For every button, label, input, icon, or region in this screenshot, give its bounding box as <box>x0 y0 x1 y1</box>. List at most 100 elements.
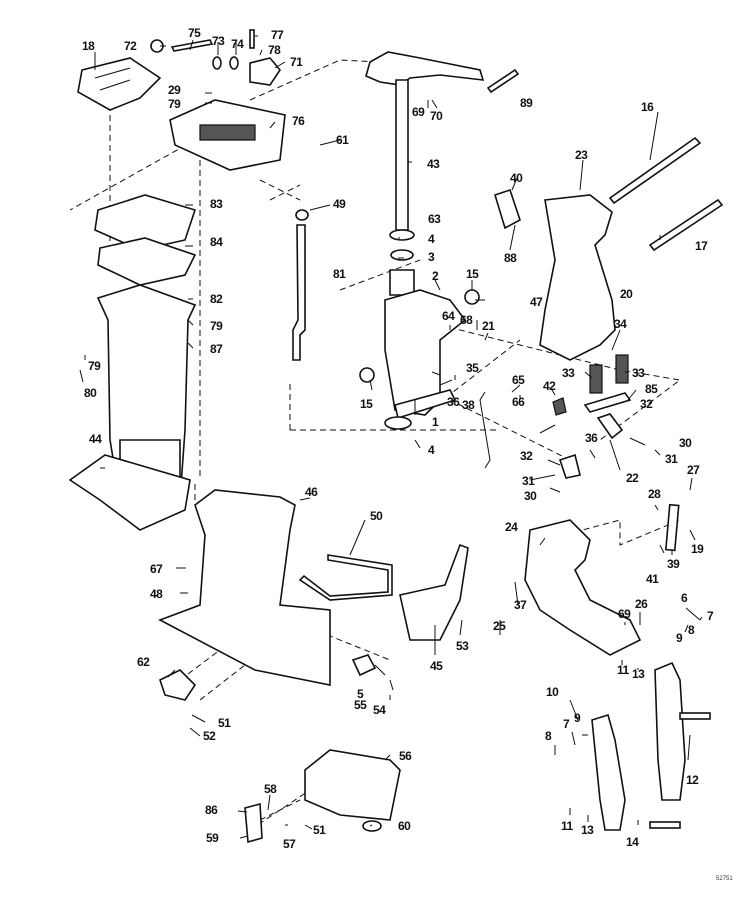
callout-65: 65 <box>512 373 525 387</box>
callout-45: 45 <box>430 659 443 673</box>
callout-69-top: 69 <box>412 105 425 119</box>
callout-38: 38 <box>462 398 475 412</box>
callout-21: 21 <box>482 319 495 333</box>
rod-17 <box>648 198 724 252</box>
bolts-12 <box>649 712 711 829</box>
pawl-42 <box>552 397 567 416</box>
callout-89: 89 <box>520 96 533 110</box>
callout-59: 59 <box>206 831 219 845</box>
callout-70: 70 <box>430 109 443 123</box>
callout-28: 28 <box>648 487 661 501</box>
mount-71 <box>249 57 281 86</box>
callout-51-right: 51 <box>313 823 326 837</box>
callout-67: 67 <box>150 562 163 576</box>
callout-9-right: 9 <box>676 631 683 645</box>
callout-26: 26 <box>635 597 648 611</box>
callout-79-left: 79 <box>88 359 101 373</box>
callout-30-left: 30 <box>524 489 537 503</box>
callout-39: 39 <box>667 557 680 571</box>
callout-31-right: 31 <box>665 452 678 466</box>
callout-7-left: 7 <box>563 717 570 731</box>
callout-43: 43 <box>427 157 440 171</box>
callout-76: 76 <box>292 114 305 128</box>
callout-44: 44 <box>89 432 102 446</box>
callout-81: 81 <box>333 267 346 281</box>
grommet-49 <box>295 209 309 221</box>
seal-4-bottom <box>384 416 412 430</box>
callout-40: 40 <box>510 171 523 185</box>
link-39 <box>664 503 680 552</box>
callout-74: 74 <box>231 37 244 51</box>
steering-arm <box>365 51 485 86</box>
callout-62: 62 <box>137 655 150 669</box>
callout-80: 80 <box>84 386 97 400</box>
callout-60: 60 <box>398 819 411 833</box>
callout-25: 25 <box>493 619 506 633</box>
plate-86 <box>244 802 263 844</box>
callout-32-left: 32 <box>520 449 533 463</box>
springs-33 <box>589 354 629 394</box>
callout-14: 14 <box>626 835 639 849</box>
callout-15-right: 15 <box>466 267 479 281</box>
washers-15 <box>359 289 480 383</box>
callout-42: 42 <box>543 379 556 393</box>
callout-10: 10 <box>546 685 559 699</box>
callout-48: 48 <box>150 587 163 601</box>
callout-53: 53 <box>456 639 469 653</box>
bracket-24 <box>524 519 642 656</box>
callout-50: 50 <box>370 509 383 523</box>
bolt-75 <box>170 39 214 52</box>
exhaust-tube-81 <box>292 224 306 361</box>
drawing-number: 52751 <box>716 876 733 882</box>
callout-68: 68 <box>460 313 473 327</box>
stern-bracket-6 <box>654 661 686 801</box>
callout-22: 22 <box>626 471 639 485</box>
steering-shaft-43 <box>395 79 409 231</box>
callout-leader-lines <box>79 35 703 839</box>
callout-6: 6 <box>681 591 688 605</box>
callout-52: 52 <box>203 729 216 743</box>
levers-22-31 <box>558 413 624 479</box>
bolt-77 <box>249 29 255 49</box>
callout-30-right: 30 <box>679 436 692 450</box>
washer-60 <box>362 820 382 832</box>
bracket-23 <box>539 194 616 361</box>
callout-4-top: 4 <box>428 232 435 246</box>
callout-3: 3 <box>428 250 435 264</box>
callout-51-left: 51 <box>218 716 231 730</box>
callout-11-upper: 11 <box>617 663 629 677</box>
callout-47: 47 <box>530 295 543 309</box>
callout-12: 12 <box>686 773 699 787</box>
cable-65 <box>479 391 491 469</box>
callout-36-mid: 36 <box>447 395 460 409</box>
callout-37: 37 <box>514 598 527 612</box>
callout-79-mid: 79 <box>210 319 223 333</box>
washers-73-74 <box>212 56 239 70</box>
callout-64: 64 <box>442 309 455 323</box>
callout-8-right: 8 <box>688 623 695 637</box>
callout-79-top: 79 <box>168 97 181 111</box>
callout-13-lower: 13 <box>581 823 594 837</box>
callout-66: 66 <box>512 395 525 409</box>
stern-bracket-10 <box>591 713 626 831</box>
callout-9-left: 9 <box>574 711 581 725</box>
callout-54: 54 <box>373 703 386 717</box>
callout-13-upper: 13 <box>632 667 645 681</box>
callout-84: 84 <box>210 235 223 249</box>
seals-63-4-3 <box>389 229 415 296</box>
swivel-bracket-1 <box>384 289 467 420</box>
callout-23: 23 <box>575 148 588 162</box>
callout-5: 5 <box>357 687 364 701</box>
callout-78: 78 <box>268 43 281 57</box>
cover-56 <box>304 749 401 821</box>
callout-61: 61 <box>336 133 349 147</box>
callout-36-right: 36 <box>585 431 598 445</box>
clamp-62 <box>159 669 197 701</box>
callout-31-left: 31 <box>522 474 535 488</box>
bracket-40 <box>494 188 521 230</box>
callout-29: 29 <box>168 83 181 97</box>
callout-1: 1 <box>432 415 439 429</box>
callout-49: 49 <box>333 197 346 211</box>
link-85 <box>583 392 632 413</box>
